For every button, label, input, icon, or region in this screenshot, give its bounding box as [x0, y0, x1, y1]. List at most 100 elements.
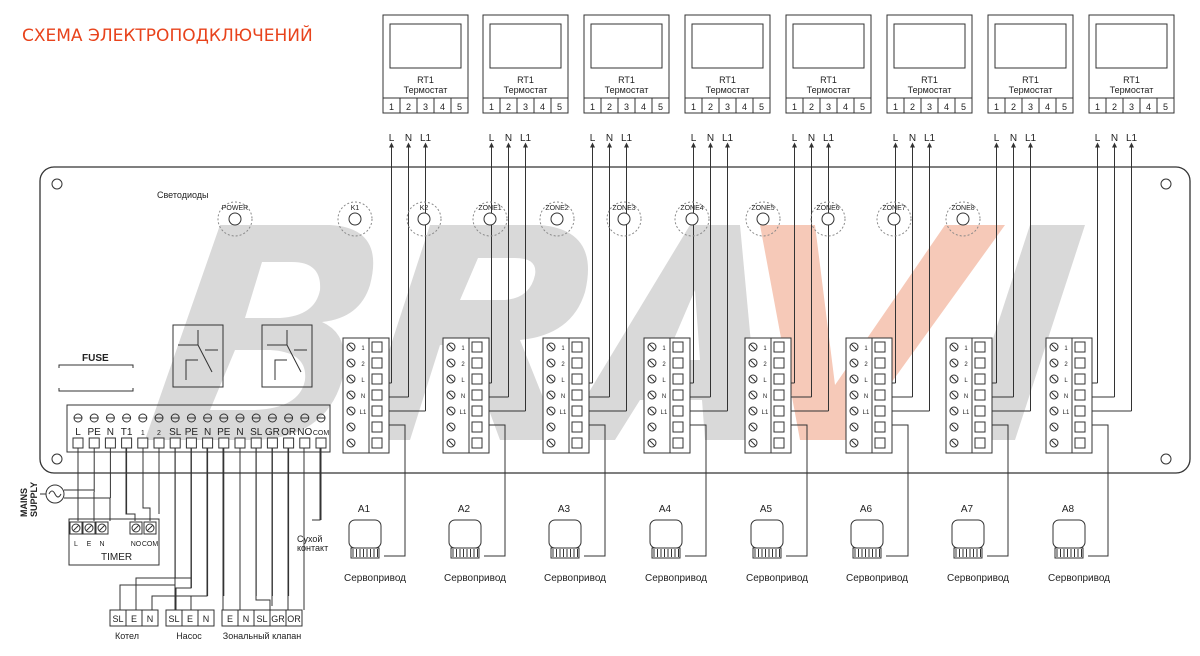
zone-terminal-mark: 1: [361, 346, 365, 352]
thermostat-code: RT1: [820, 75, 837, 85]
mains-label-2: SUPPLY: [29, 482, 39, 517]
zone-terminal-mark: N: [361, 394, 365, 400]
zone-terminal-mark: L1: [762, 410, 769, 416]
main-terminal-label: N: [236, 427, 243, 438]
thermostat-terminal: 4: [641, 102, 646, 112]
relay-k1: [172, 324, 224, 388]
main-terminal-2: PE: [88, 413, 101, 449]
mounting-hole: [51, 178, 63, 190]
actuator-label: Сервопривод: [544, 573, 606, 584]
thermostat-terminal: 1: [1095, 102, 1100, 112]
main-terminal-strip: [66, 404, 331, 453]
fuse-label: FUSE: [82, 353, 109, 364]
thermostat-terminal: 3: [1028, 102, 1033, 112]
main-terminal-10: PE: [217, 413, 231, 449]
actuator-code: A6: [860, 504, 873, 515]
actuator-code: A4: [659, 504, 672, 515]
thermostat-terminal: 3: [1129, 102, 1134, 112]
bottom-terminal-label: N: [203, 614, 210, 624]
main-terminal-label: 2: [157, 430, 161, 437]
thermostat-name: Термостат: [706, 85, 750, 95]
main-terminal-14: OR: [281, 413, 296, 449]
thermostat-name: Термостат: [504, 85, 548, 95]
timer-terminal-label: NO: [131, 541, 142, 548]
diagram-title: СХЕМА ЭЛЕКТРОПОДКЛЮЧЕНИЙ: [22, 24, 313, 46]
thermostat-terminal: 3: [826, 102, 831, 112]
main-terminal-label: GR: [265, 427, 280, 438]
thermostat-terminal: 2: [1011, 102, 1016, 112]
led-label: ZONE6: [816, 205, 839, 212]
bottom-terminal-label: N: [147, 614, 154, 624]
timer-terminal-no: NO: [129, 521, 143, 548]
zone-terminal-mark: L1: [460, 410, 467, 416]
thermostat-terminal: 5: [961, 102, 966, 112]
leds-caption: Светодиоды: [157, 190, 209, 200]
wire-label-n: N: [606, 133, 613, 144]
main-terminal-label: 1: [141, 430, 145, 437]
wire-label-n: N: [405, 133, 412, 144]
mains-wire: [40, 489, 111, 521]
thermostat-terminal: 1: [994, 102, 999, 112]
led-label: POWER: [222, 205, 248, 212]
wire-label-l1: L1: [1126, 133, 1138, 144]
wire-label-l1: L1: [621, 133, 633, 144]
thermostat-terminal: 4: [540, 102, 545, 112]
wire-label-n: N: [707, 133, 714, 144]
actuator-label: Сервопривод: [444, 573, 506, 584]
zone-terminal-mark: 2: [864, 362, 868, 368]
thermostat-terminal: 2: [1112, 102, 1117, 112]
thermostat-terminal: 5: [457, 102, 462, 112]
wire-label-l: L: [389, 133, 395, 144]
timer-terminal-label: E: [87, 541, 92, 548]
led-label: ZONE5: [751, 205, 774, 212]
led-label: K1: [351, 205, 360, 212]
led-zone2: ZONE2: [539, 201, 575, 237]
thermostat-code: RT1: [417, 75, 434, 85]
thermostat-code: RT1: [921, 75, 938, 85]
mounting-hole: [51, 453, 63, 465]
thermostat-terminal: 4: [1045, 102, 1050, 112]
zone-terminal-mark: 2: [1064, 362, 1068, 368]
actuator-label: Сервопривод: [846, 573, 908, 584]
wire-label-l: L: [994, 133, 1000, 144]
wire-label-l1: L1: [722, 133, 734, 144]
thermostat-code: RT1: [618, 75, 635, 85]
thermostat-terminal: 3: [624, 102, 629, 112]
thermostat-terminal: 5: [1163, 102, 1168, 112]
thermostat-terminal: 5: [557, 102, 562, 112]
zone-terminal-mark: 1: [561, 346, 565, 352]
thermostat-terminal: 2: [910, 102, 915, 112]
zone-terminal-mark: L: [361, 378, 365, 384]
zone-terminal-mark: L1: [360, 410, 367, 416]
actuator-label: Сервопривод: [344, 573, 406, 584]
thermostat-terminal: 2: [406, 102, 411, 112]
thermostat-name: Термостат: [404, 85, 448, 95]
zone-terminal-mark: 2: [461, 362, 465, 368]
actuator-wire: [984, 424, 1009, 557]
zone-terminal-mark: 1: [864, 346, 868, 352]
actuator-code: A7: [961, 504, 974, 515]
wire-label-n: N: [1010, 133, 1017, 144]
actuator-code: A8: [1062, 504, 1075, 515]
bottom-terminal-label: E: [187, 614, 193, 624]
zone-terminal-mark: N: [561, 394, 565, 400]
bravi-watermark-logo: [145, 225, 1085, 440]
zone-terminal-mark: L: [461, 378, 465, 384]
main-terminal-4: T1: [121, 413, 133, 449]
thermostat-code: RT1: [719, 75, 736, 85]
zone-terminal-mark: 2: [662, 362, 666, 368]
relay-k2: [261, 324, 313, 388]
